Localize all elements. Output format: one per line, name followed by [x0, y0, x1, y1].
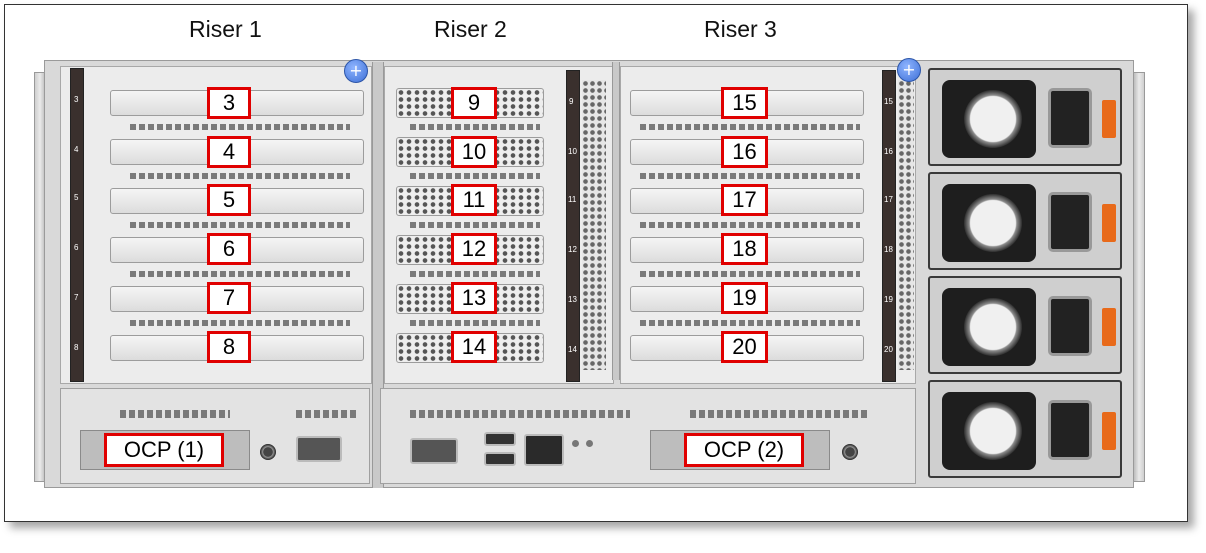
psu-fan-icon [942, 184, 1036, 262]
psu-fan-icon [942, 288, 1036, 366]
riser-2-strip-num-10: 10 [568, 147, 577, 156]
riser-3-thumbscrew-icon: + [897, 58, 921, 82]
vent-row [640, 320, 860, 326]
status-led-icon [572, 440, 579, 447]
serial-port-icon [296, 436, 342, 462]
riser-3-title: Riser 3 [704, 16, 777, 42]
riser-3-strip-num-18: 18 [884, 245, 893, 254]
riser-2-strip-num-12: 12 [568, 245, 577, 254]
vent-row [130, 222, 350, 228]
riser-1-strip-num-6: 6 [74, 243, 79, 252]
power-supply-2 [928, 172, 1122, 270]
screw-icon [260, 444, 276, 460]
riser-1-strip-num-5: 5 [74, 193, 79, 202]
slot-label-16: 16 [721, 136, 768, 168]
slot-label-17: 17 [721, 184, 768, 216]
vent-row [640, 222, 860, 228]
psu-release-handle [1102, 100, 1116, 138]
vent-row [410, 124, 540, 130]
riser-2-vent-mesh [582, 80, 606, 370]
riser-divider [372, 62, 384, 488]
riser-3-strip-num-16: 16 [884, 147, 893, 156]
riser-1-strip-num-8: 8 [74, 343, 79, 352]
riser-2-strip-num-14: 14 [568, 345, 577, 354]
vent-row [690, 410, 870, 418]
vent-row [130, 124, 350, 130]
power-socket-icon [1048, 192, 1092, 252]
riser-2-strip-num-9: 9 [569, 97, 574, 106]
riser-3-strip-num-15: 15 [884, 97, 893, 106]
slot-label-12: 12 [451, 233, 497, 265]
slot-label-5: 5 [207, 184, 251, 216]
slot-label-3: 3 [207, 87, 251, 119]
vent-row [296, 410, 356, 418]
psu-fan-icon [942, 392, 1036, 470]
slot-label-7: 7 [207, 282, 251, 314]
riser-2-strip-num-13: 13 [568, 295, 577, 304]
vga-port-icon [410, 438, 458, 464]
slot-label-9: 9 [451, 87, 497, 119]
riser-3-vent-mesh [898, 80, 914, 370]
psu-fan-icon [942, 80, 1036, 158]
riser-2-title: Riser 2 [434, 16, 507, 42]
ocp-1-label: OCP (1) [104, 433, 224, 467]
riser-3-strip-num-17: 17 [884, 195, 893, 204]
vent-row [410, 173, 540, 179]
ocp-2-label: OCP (2) [684, 433, 804, 467]
riser-divider [612, 62, 620, 380]
riser-3-slot-strip: 15 16 17 18 19 20 [882, 70, 896, 382]
power-socket-icon [1048, 400, 1092, 460]
slot-label-19: 19 [721, 282, 768, 314]
psu-release-handle [1102, 308, 1116, 346]
slot-label-4: 4 [207, 136, 251, 168]
bottom-io-panel-center [380, 388, 916, 484]
vent-row [130, 320, 350, 326]
slot-label-11: 11 [451, 184, 497, 216]
vent-row [410, 410, 630, 418]
slot-label-13: 13 [451, 282, 497, 314]
riser-1-strip-num-7: 7 [74, 293, 79, 302]
vent-row [640, 173, 860, 179]
chassis-right-rail [1133, 72, 1145, 482]
slot-label-10: 10 [451, 136, 497, 168]
usb-port-icon [484, 432, 516, 446]
slot-label-14: 14 [451, 331, 497, 363]
vent-row [410, 271, 540, 277]
riser-1-slot-strip: 3 4 5 6 7 8 [70, 68, 84, 382]
vent-row [410, 222, 540, 228]
power-supply-3 [928, 276, 1122, 374]
slot-label-8: 8 [207, 331, 251, 363]
riser-1-thumbscrew-icon: + [344, 59, 368, 83]
riser-1-title: Riser 1 [189, 16, 262, 42]
ethernet-port-icon [524, 434, 564, 466]
vent-row [130, 173, 350, 179]
riser-1-strip-num-4: 4 [74, 145, 79, 154]
power-supply-1 [928, 68, 1122, 166]
psu-release-handle [1102, 204, 1116, 242]
vent-row [130, 271, 350, 277]
riser-2-strip-num-11: 11 [568, 195, 577, 204]
screw-icon [842, 444, 858, 460]
power-socket-icon [1048, 296, 1092, 356]
riser-1-strip-num-3: 3 [74, 95, 79, 104]
usb-port-icon [484, 452, 516, 466]
power-supply-4 [928, 380, 1122, 478]
riser-3-strip-num-19: 19 [884, 295, 893, 304]
vent-row [640, 271, 860, 277]
riser-3-strip-num-20: 20 [884, 345, 893, 354]
power-socket-icon [1048, 88, 1092, 148]
slot-label-20: 20 [721, 331, 768, 363]
vent-row [640, 124, 860, 130]
psu-release-handle [1102, 412, 1116, 450]
vent-row [120, 410, 230, 418]
slot-label-6: 6 [207, 233, 251, 265]
slot-label-18: 18 [721, 233, 768, 265]
riser-2-slot-strip: 9 10 11 12 13 14 [566, 70, 580, 382]
status-led-icon [586, 440, 593, 447]
slot-label-15: 15 [721, 87, 768, 119]
vent-row [410, 320, 540, 326]
